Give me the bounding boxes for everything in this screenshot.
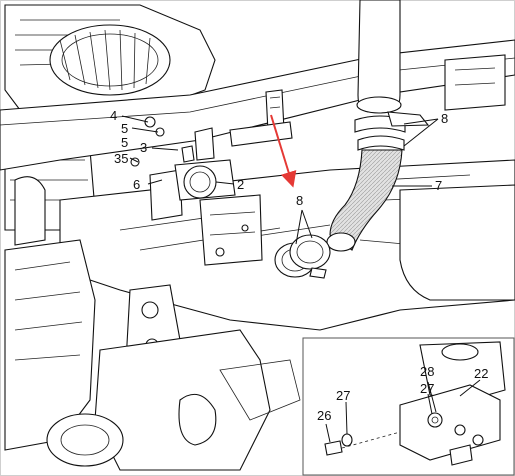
- callout-8-lower: 8: [296, 193, 303, 208]
- callout-5-lower: 5: [121, 135, 128, 150]
- callout-2: 2: [237, 177, 244, 192]
- clamp-bracket-area: [130, 116, 263, 266]
- leader-lines: [121, 115, 481, 443]
- air-pipe-and-hose: [326, 0, 430, 252]
- callout-labels: 4 5 5 3 35 6 2 8 7 8 28 27 22 27 26: [110, 108, 488, 423]
- callout-22: 22: [474, 366, 488, 381]
- callout-5-upper: 5: [121, 121, 128, 136]
- callout-26: 26: [317, 408, 331, 423]
- detail-inset: [302, 337, 515, 476]
- callout-7: 7: [435, 178, 442, 193]
- lower-bracket-assembly: [4, 176, 301, 471]
- callout-3: 3: [140, 140, 147, 155]
- callout-35: 35: [114, 151, 128, 166]
- callout-4: 4: [110, 108, 117, 123]
- red-arrow-indicator: [270, 114, 297, 188]
- callout-8-upper: 8: [441, 111, 448, 126]
- callout-27-left: 27: [336, 388, 350, 403]
- callout-28: 28: [420, 364, 434, 379]
- callout-6: 6: [133, 177, 140, 192]
- callout-27-right: 27: [420, 381, 434, 396]
- pipe-bracket: [229, 89, 293, 147]
- hose-clamps-lower: [274, 234, 331, 279]
